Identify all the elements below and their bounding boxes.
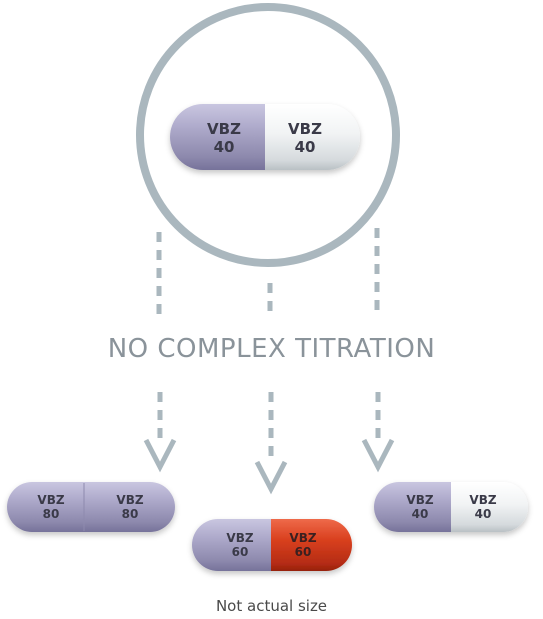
arrow-left (143, 392, 177, 473)
featured-capsule-left-half (170, 104, 265, 170)
capsule-40mg-left-label-line2: 40 (412, 507, 429, 521)
capsule-40mg-right-label-line2: 40 (475, 507, 492, 521)
featured-capsule-right-label-line1: VBZ (288, 120, 322, 138)
footnote: Not actual size (215, 597, 328, 615)
arrowhead-left-icon (143, 438, 177, 473)
arrowhead-right-icon (361, 438, 395, 473)
highlight-ring (136, 3, 400, 267)
arrow-right (361, 392, 395, 473)
featured-capsule-right-label-line2: 40 (295, 138, 316, 156)
capsule-80mg-right-label-line2: 80 (122, 507, 139, 521)
capsule-80mg-left-half (7, 482, 84, 532)
arrowhead-center-icon (254, 460, 288, 495)
capsule-60mg-left-label-line2: 60 (232, 545, 249, 559)
capsule-60mg-right-label-line1: VBZ (289, 531, 316, 545)
capsule-80mg (7, 482, 175, 532)
capsule-40mg-right-half (451, 482, 528, 532)
capsule-40mg-left-half (374, 482, 451, 532)
featured-capsule-left-label-line1: VBZ (207, 120, 241, 138)
capsule-80mg-left-label-line2: 80 (43, 507, 60, 521)
capsule-60mg-left-label-line1: VBZ (226, 531, 253, 545)
capsule-60mg-left-half (192, 519, 271, 571)
capsule-60mg-right-label-line2: 60 (295, 545, 312, 559)
connector-lines (156, 228, 380, 318)
capsule-80mg-left-label-line1: VBZ (37, 493, 64, 507)
headline: NO COMPLEX TITRATION (107, 334, 436, 364)
capsule-40mg (374, 482, 528, 532)
capsule-40mg-left-label-line1: VBZ (406, 493, 433, 507)
featured-capsule-right-half (265, 104, 360, 170)
featured-capsule (170, 104, 360, 170)
capsule-60mg (192, 519, 352, 571)
capsule-60mg-right-half (271, 519, 352, 571)
featured-capsule-left-label-line2: 40 (214, 138, 235, 156)
arrow-center (254, 392, 288, 495)
capsule-80mg-right-half (84, 482, 175, 532)
capsule-80mg-right-label-line1: VBZ (116, 493, 143, 507)
capsule-40mg-right-label-line1: VBZ (469, 493, 496, 507)
